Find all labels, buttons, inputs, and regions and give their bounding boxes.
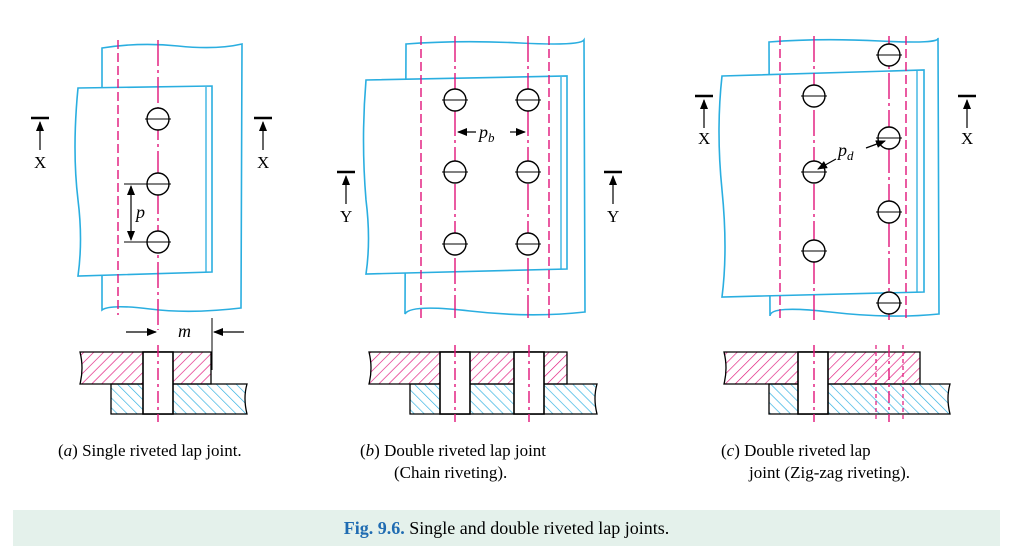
panel-c-back-plate [768,37,940,317]
panel-c-front-plate [718,69,925,298]
panel-b-rivet [442,160,468,184]
panel-b-pitch-label: pb [477,122,495,145]
panel-b-section-left-label: Y [340,207,352,226]
panel-a-single-riveted: p X X m [31,40,272,422]
panel-c-rivet [801,84,827,108]
panel-c-zigzag-riveted: pd X X [695,36,976,422]
panel-b-rivet [515,160,541,184]
panel-c-rivet [876,291,902,315]
panel-b-rivet [442,88,468,112]
panel-c-pitch-label: pd [836,140,854,163]
panel-b-rivet [442,232,468,256]
panel-c-pitch-dimension [817,140,886,170]
panel-b-back-plate [404,37,586,316]
panel-a-pitch-label: p [134,202,145,222]
panel-b-chain-riveted: pb Y Y [337,36,622,422]
panel-c-rivet [801,239,827,263]
panel-b-section-marker-left [337,170,355,204]
panel-a-section-left-label: X [34,153,46,172]
panel-a-cross-section [79,345,248,422]
figure-caption-bar: Fig. 9.6. Single and double riveted lap … [13,510,1000,546]
caption-panel-c: (c) Double riveted lap joint (Zig-zag ri… [721,441,910,482]
panel-c-section-right-label: X [961,129,973,148]
panel-a-front-plate [74,85,213,277]
caption-panel-a: (a) Single riveted lap joint. [58,441,242,460]
panel-a-section-marker-right [254,116,272,150]
panel-a-rivet [145,107,171,131]
panel-a-rivet [145,230,171,254]
panel-a-section-marker-left [31,116,49,150]
panel-c-rivet [876,200,902,224]
panel-c-section-left-label: X [698,129,710,148]
figure-title: Single and double riveted lap joints. [404,518,670,538]
panel-c-section-marker-left [695,94,713,128]
panel-b-rivet [515,88,541,112]
panel-a-section-right-label: X [257,153,269,172]
panel-b-section-right-label: Y [607,207,619,226]
panel-a-margin-label: m [178,321,191,341]
panel-b-cross-section [368,345,598,422]
panel-a-margin-dimension [126,318,244,370]
panel-b-rivet [515,232,541,256]
caption-panel-b: (b) Double riveted lap joint (Chain rive… [360,441,547,482]
panel-c-rivet [876,43,902,67]
panel-c-section-marker-right [958,94,976,128]
figure-number: Fig. 9.6. [343,518,405,538]
panel-a-pitch-dimension [124,183,146,243]
panel-c-cross-section [723,345,951,422]
panel-b-section-marker-right [604,170,622,204]
panel-a-rivet [145,172,171,196]
